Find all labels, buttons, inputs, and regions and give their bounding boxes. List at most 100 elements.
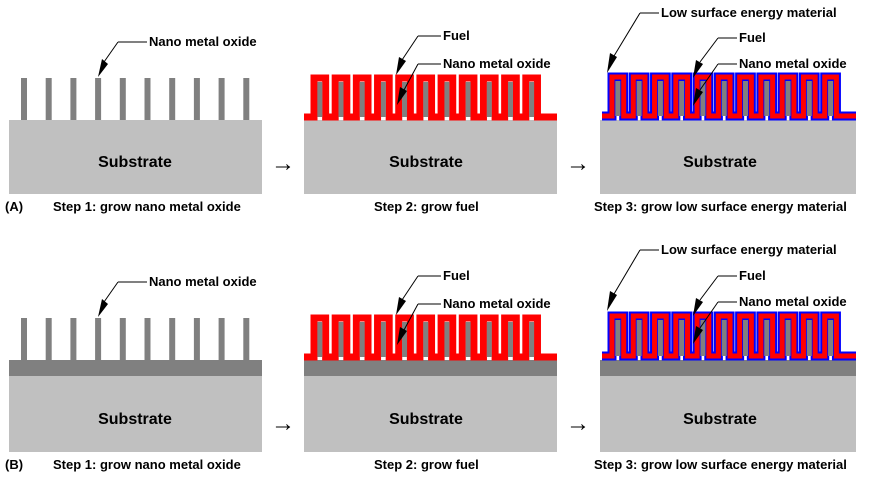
pointer-arrowhead xyxy=(98,299,108,317)
nano-rod xyxy=(45,318,52,360)
nano-metal-oxide-rods xyxy=(21,318,250,360)
pointer-arrowhead xyxy=(397,327,407,345)
panel-a3: Substrate Low surface energy material Fu… xyxy=(600,5,856,194)
nano-rod xyxy=(764,320,770,356)
step-arrow: → xyxy=(271,150,295,177)
pointer-arrowhead xyxy=(607,291,617,311)
nano-rod xyxy=(444,322,450,357)
nano-rod xyxy=(806,320,812,356)
nano-rod xyxy=(828,81,834,116)
step1-caption: Step 1: grow nano metal oxide xyxy=(53,199,241,214)
row-a: Substrate Nano metal oxide → Substrate F… xyxy=(5,5,856,214)
nano-rod xyxy=(423,322,429,357)
nano-metal-oxide-label: Nano metal oxide xyxy=(443,56,551,71)
nano-rod xyxy=(679,320,685,356)
nano-rod xyxy=(785,320,791,356)
pointer-line xyxy=(403,303,419,331)
nano-rod xyxy=(45,78,52,120)
nano-rod xyxy=(243,78,250,120)
fuel-label: Fuel xyxy=(739,268,766,283)
fuel-layer xyxy=(602,313,856,359)
pointer-line xyxy=(103,281,119,303)
nano-rod xyxy=(465,82,471,117)
nano-rod xyxy=(338,322,344,357)
nano-rod xyxy=(785,81,791,116)
nano-rod xyxy=(507,82,513,117)
nano-rod xyxy=(507,322,513,357)
pointer-line xyxy=(699,275,719,301)
row-tag: (A) xyxy=(5,199,23,214)
pointer-arrowhead xyxy=(396,57,406,75)
nano-metal-oxide-label: Nano metal oxide xyxy=(739,294,847,309)
nano-rod xyxy=(742,81,748,116)
nano-metal-oxide-label: Nano metal oxide xyxy=(739,56,847,71)
nano-rod xyxy=(359,82,365,117)
substrate-label: Substrate xyxy=(389,411,463,428)
coated-rods xyxy=(304,74,557,121)
step3-caption: Step 3: grow low surface energy material xyxy=(594,199,847,214)
nano-rod xyxy=(218,318,225,360)
nano-rod xyxy=(700,81,706,116)
nano-rod xyxy=(444,82,450,117)
nano-rod xyxy=(721,320,727,356)
nano-rod xyxy=(193,78,200,120)
nano-rod xyxy=(806,81,812,116)
fuel-layer xyxy=(602,74,856,119)
substrate xyxy=(600,120,856,194)
panel-b1: Substrate Nano metal oxide xyxy=(9,274,262,452)
panel-b3: Substrate Low surface energy material Fu… xyxy=(600,242,856,452)
pointer-arrowhead xyxy=(396,297,406,315)
nano-rod xyxy=(70,78,77,120)
nano-rod xyxy=(317,82,323,117)
pointer-line xyxy=(699,301,719,329)
fuel-label: Fuel xyxy=(739,30,766,45)
step-arrow: → xyxy=(566,150,590,177)
coated-rods xyxy=(602,72,856,121)
nano-rod xyxy=(218,78,225,120)
substrate xyxy=(600,376,856,452)
substrate-label: Substrate xyxy=(389,154,463,171)
nano-rod xyxy=(636,81,642,116)
nano-rod xyxy=(169,318,176,360)
substrate-label: Substrate xyxy=(98,154,172,171)
pointer-line xyxy=(403,63,419,91)
pointer-arrowhead xyxy=(397,87,407,105)
nano-rod xyxy=(95,78,102,120)
seed-layer xyxy=(9,360,262,376)
coated-rods xyxy=(602,311,856,361)
nano-rod xyxy=(21,78,27,120)
pointer-line xyxy=(103,41,119,63)
fuel-label: Fuel xyxy=(443,28,470,43)
row-b: Substrate Nano metal oxide → Substrate F… xyxy=(5,242,856,472)
panel-a1: Substrate Nano metal oxide xyxy=(9,34,262,194)
substrate-label: Substrate xyxy=(683,154,757,171)
nano-rod xyxy=(243,318,250,360)
nano-rod xyxy=(657,81,663,116)
nano-rod xyxy=(338,82,344,117)
pointer-arrowhead xyxy=(607,53,617,73)
nano-rod xyxy=(486,322,492,357)
pointer-line xyxy=(613,12,641,57)
substrate-label: Substrate xyxy=(683,411,757,428)
nano-rod xyxy=(828,320,834,356)
nano-rod xyxy=(657,320,663,356)
fuel-label: Fuel xyxy=(443,268,470,283)
nano-metal-oxide-label: Nano metal oxide xyxy=(149,274,257,289)
pointer-arrowhead xyxy=(693,60,703,78)
nano-rod xyxy=(764,81,770,116)
step2-caption: Step 2: grow fuel xyxy=(374,457,479,472)
pointer-line xyxy=(401,35,419,61)
nano-rod xyxy=(721,81,727,116)
substrate xyxy=(9,376,262,452)
step-arrow: → xyxy=(271,410,295,437)
nano-rod xyxy=(317,322,323,357)
nano-rod xyxy=(486,82,492,117)
pointer-arrowhead xyxy=(98,59,108,77)
pointer-line xyxy=(699,63,719,91)
panel-a2: Substrate Fuel Nano metal oxide xyxy=(304,28,557,194)
nano-rod xyxy=(21,318,27,360)
pointer-arrowhead xyxy=(693,298,703,316)
pointer-arrowhead xyxy=(693,326,703,344)
fuel-layer xyxy=(304,314,557,361)
